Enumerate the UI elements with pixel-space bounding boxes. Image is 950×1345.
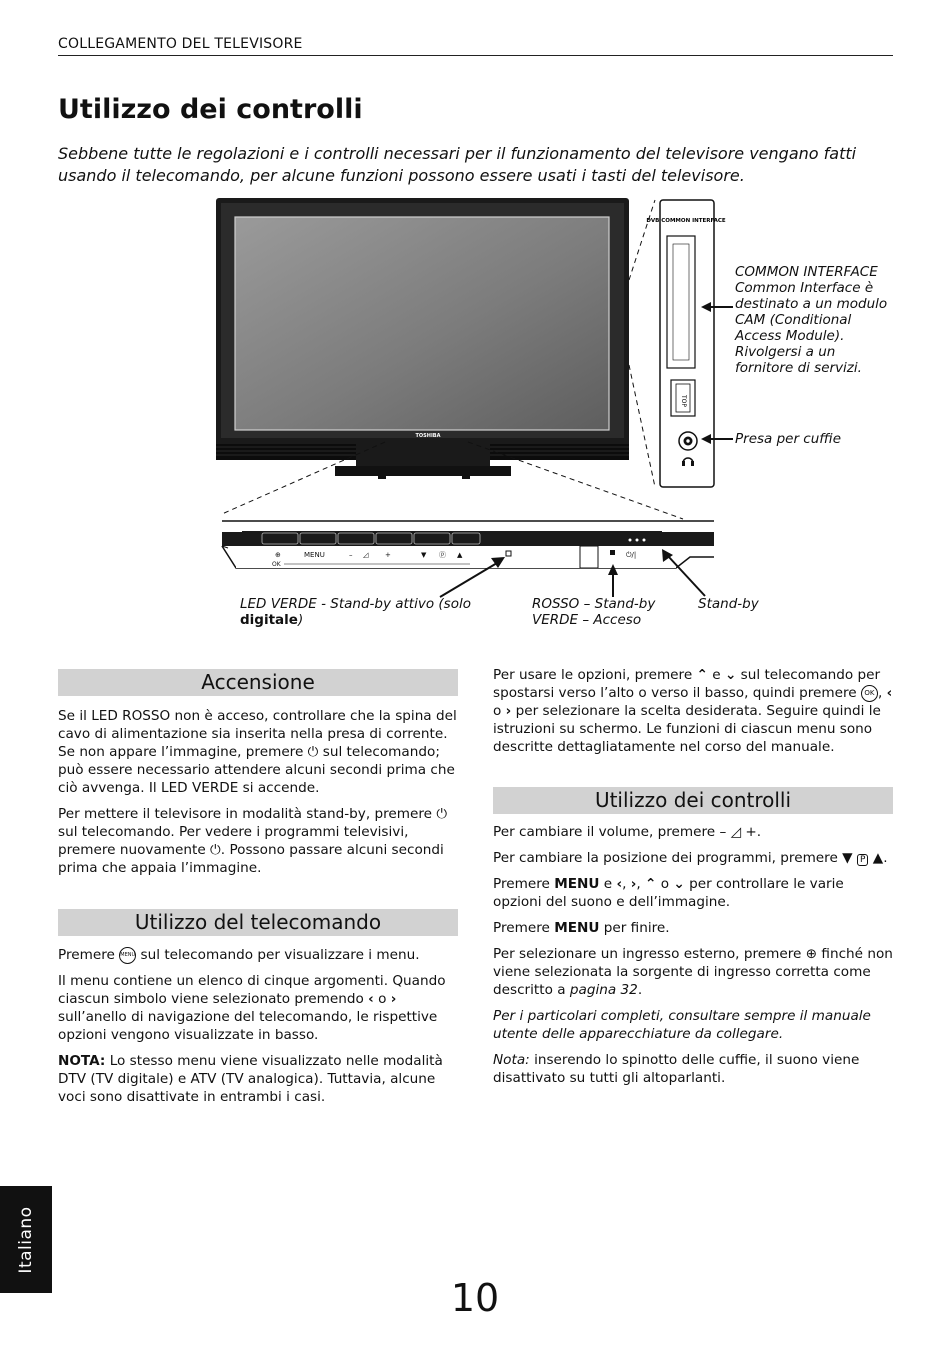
svg-text:▼: ▼ <box>421 551 427 559</box>
accensione-paragraph-2: Per mettere il televisore in modalità st… <box>58 806 448 876</box>
section-heading-controlli: Utilizzo dei controlli <box>493 787 893 814</box>
chevron-left-icon: ‹ <box>616 876 623 892</box>
callout-standby: Stand-by <box>698 596 759 612</box>
power-icon: ⏻ <box>210 842 221 858</box>
input-paragraph: Per selezionare un ingresso esterno, pre… <box>493 946 893 998</box>
power-icon: ⏻ <box>436 806 448 822</box>
chevron-down-icon: ⌄ <box>673 876 685 892</box>
program-p-icon: P <box>856 854 869 866</box>
running-header: COLLEGAMENTO DEL TELEVISORE <box>58 36 893 56</box>
program-paragraph: Per cambiare la posizione dei programmi,… <box>493 850 888 866</box>
control-strip: ⊕ MENU – ◿ + ▼ ⓟ ▲ OK ⏻/| <box>221 520 714 569</box>
panel-ok-label: OK <box>272 561 282 568</box>
chevron-up-icon: ⌃ <box>645 876 657 892</box>
intro-paragraph: Sebbene tutte le regolazioni e i control… <box>58 144 857 185</box>
callout-led-green: LED VERDE - Stand-by attivo (solo digita… <box>240 596 471 628</box>
section-heading-telecomando: Utilizzo del telecomando <box>58 909 458 936</box>
telecomando-paragraph-2: Il menu contiene un elenco di cinque arg… <box>58 973 446 1043</box>
section-heading-accensione: Accensione <box>58 669 458 696</box>
controlli-body: Per cambiare il volume, premere – ◿ +. P… <box>493 823 893 1095</box>
callout-headphone: Presa per cuffie <box>735 431 842 447</box>
right-intro-body: Per usare le opzioni, premere ⌃ e ⌄ sul … <box>493 666 893 764</box>
telecomando-paragraph-1: Premere MENU sul telecomando per visuali… <box>58 946 420 964</box>
panel-menu-label: MENU <box>304 551 325 559</box>
volume-icon: ◿ <box>730 824 742 840</box>
page-title: Utilizzo dei controlli <box>58 94 363 125</box>
tv-diagram: TOSHIBA DVB COMMON INTERFACE TOP <box>216 198 733 598</box>
ci-label: DVB COMMON INTERFACE <box>646 218 726 224</box>
chevron-right-icon: › <box>390 991 397 1007</box>
menu-button-icon: MENU <box>119 946 137 964</box>
svg-text:▲: ▲ <box>457 551 463 559</box>
tv-front: TOSHIBA <box>216 198 629 479</box>
page-number: 10 <box>450 1276 500 1320</box>
language-label: Italiano <box>16 1205 36 1274</box>
side-panel: DVB COMMON INTERFACE TOP <box>646 199 726 488</box>
power-icon: ⏻ <box>307 744 319 760</box>
svg-text:ⓟ: ⓟ <box>439 551 446 559</box>
callout-verde: VERDE – Acceso <box>532 612 642 628</box>
ok-button-icon: OK <box>860 684 878 702</box>
svg-text:◿: ◿ <box>363 551 369 559</box>
telecomando-body: Premere MENU sul telecomando per visuali… <box>58 946 458 1114</box>
menu-finish-paragraph: Premere MENU per finire. <box>493 920 670 936</box>
chevron-right-icon: › <box>505 703 512 719</box>
nota-paragraph: Nota: inserendo lo spinotto delle cuffie… <box>493 1052 860 1086</box>
details-paragraph: Per i particolari completi, consultare s… <box>493 1008 871 1042</box>
chevron-right-icon: › <box>630 876 637 892</box>
callout-led-green-text: LED VERDE - Stand-by attivo (solo <box>240 596 471 612</box>
tv-brand-logo: TOSHIBA <box>416 433 441 439</box>
triangle-up-icon: ▲ <box>872 850 884 866</box>
chevron-left-icon: ‹ <box>886 685 893 701</box>
callout-common-interface: COMMON INTERFACE Common Interface è dest… <box>735 264 895 376</box>
triangle-down-icon: ▼ <box>842 850 853 866</box>
chevron-down-icon: ⌄ <box>724 667 737 683</box>
callout-rosso: ROSSO – Stand-by <box>532 596 656 612</box>
panel-plus-label: + <box>385 551 391 559</box>
svg-text:⏻/|: ⏻/| <box>626 551 636 559</box>
callout-ci-body: Common Interface è destinato a un modulo… <box>735 280 888 376</box>
callout-ci-title: COMMON INTERFACE <box>735 264 878 280</box>
panel-minus-label: – <box>349 551 353 559</box>
accensione-body: Se il LED ROSSO non è acceso, controllar… <box>58 707 458 885</box>
telecomando-nota: NOTA: Lo stesso menu viene visualizzato … <box>58 1053 443 1105</box>
callout-led-green-digitale: digitale <box>240 612 298 628</box>
menu-paragraph: Premere MENU e ‹, ›, ⌃ o ⌄ per controlla… <box>493 876 844 910</box>
chevron-up-icon: ⌃ <box>696 667 708 683</box>
input-source-icon: ⊕ <box>805 946 818 962</box>
chevron-left-icon: ‹ <box>368 991 374 1007</box>
volume-paragraph: Per cambiare il volume, premere – ◿ +. <box>493 824 762 840</box>
language-side-tab: Italiano <box>0 1186 52 1293</box>
options-paragraph: Per usare le opzioni, premere ⌃ e ⌄ sul … <box>493 667 893 755</box>
callout-led-red-green: ROSSO – Stand-by VERDE – Acceso <box>532 596 692 628</box>
top-label: TOP <box>680 394 687 407</box>
svg-text:⊕: ⊕ <box>275 551 281 559</box>
accensione-paragraph-1: Se il LED ROSSO non è acceso, controllar… <box>58 708 457 796</box>
